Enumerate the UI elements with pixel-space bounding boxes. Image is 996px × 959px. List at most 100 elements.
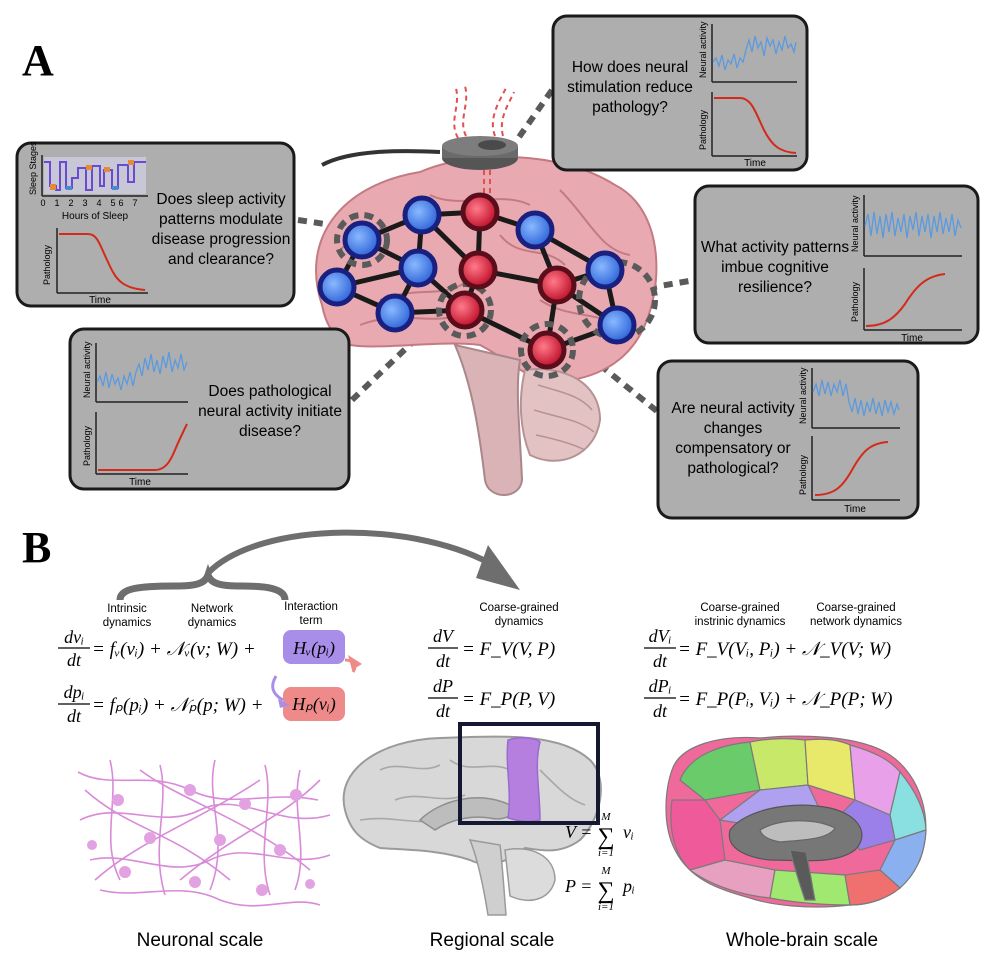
svg-text:dVᵢ: dVᵢ [649,626,672,646]
activity-chart: Neural activity [798,367,900,429]
stimulation-device [321,84,518,200]
eq2-lhs-num: dpᵢ [64,682,85,702]
pathology-chart: Pathology Time [82,412,188,488]
question-box-stimulation: Neural activity Pathology Time How does … [551,14,809,172]
pathology-chart: Pathology Time [42,228,148,306]
svg-text:= F_P(Pᵢ, Vᵢ) + 𝒩_P(P; W): = F_P(Pᵢ, Vᵢ) + 𝒩_P(P; W) [678,689,892,710]
eq1-lhs-num: dvᵢ [64,627,84,647]
hypnogram-xlabel: Hours of Sleep [62,211,129,222]
svg-text:pathology?: pathology? [592,99,668,116]
brain-network [317,192,658,379]
activity-ylabel: Neural activity [798,367,808,424]
regional-brain-illustration [342,722,602,916]
zoom-box [458,722,600,825]
svg-text:M: M [600,865,611,877]
eq1-interaction-term: Hᵥ(pᵢ) [292,638,335,659]
svg-text:Coarse-grained: Coarse-grained [479,602,558,614]
question-box-sleep: Sleep Stages 0 1 2 3 4 5 6 7 Hours of Sl… [15,141,296,308]
svg-text:dt: dt [436,651,451,671]
sum-equations: V = ∑ M i=1 vᵢ P = ∑ M i=1 pᵢ [564,811,635,913]
svg-text:pᵢ: pᵢ [621,876,635,896]
svg-text:dt: dt [653,701,668,721]
svg-text:dPᵢ: dPᵢ [649,676,672,696]
wholebrain-equations: dVᵢ dt = F_V(Vᵢ, Pᵢ) + 𝒩_V(V; W) dPᵢ dt … [644,626,892,721]
panel-a-label: A [22,36,54,85]
question-text: What activity patterns imbue cognitive r… [701,239,849,296]
svg-text:dynamics: dynamics [188,617,237,629]
node-blue [597,305,637,345]
svg-text:vᵢ: vᵢ [623,822,634,842]
svg-text:changes: changes [704,420,763,437]
svg-text:= F_V(V, P): = F_V(V, P) [462,639,555,660]
svg-text:stimulation reduce: stimulation reduce [567,79,693,96]
tick-label: 4 [96,198,101,208]
caption-neuronal: Neuronal scale [137,930,264,951]
svg-text:Network: Network [191,603,233,615]
tick-label: 3 [82,198,87,208]
svg-text:disease?: disease? [239,423,301,440]
svg-text:V =: V = [565,822,592,842]
eq2-interaction-term: Hₚ(vᵢ) [291,694,336,715]
pathology-chart: Pathology Time [850,268,962,344]
time-xlabel: Time [129,477,151,488]
svg-text:i=1: i=1 [598,901,614,913]
svg-text:∑: ∑ [597,878,614,904]
svg-text:dt: dt [436,701,451,721]
question-text: Does sleep activity patterns modulate di… [152,191,291,268]
time-xlabel: Time [744,158,766,169]
time-xlabel: Time [901,333,923,344]
activity-ylabel: Neural activity [850,195,860,252]
eq1-lhs-den: dt [67,650,82,670]
svg-text:∑: ∑ [597,824,614,850]
node-red [445,290,485,330]
svg-text:compensatory or: compensatory or [675,440,790,457]
svg-text:network dynamics: network dynamics [810,616,902,628]
node-blue [515,210,555,250]
parcellated-brain-illustration [665,735,927,908]
tick-label: 6 [118,198,123,208]
svg-text:patterns modulate: patterns modulate [159,211,283,228]
pathology-ylabel: Pathology [42,244,52,285]
tick-label: 5 [110,198,115,208]
svg-text:Intrinsic: Intrinsic [107,603,147,615]
node-blue [402,195,442,235]
node-blue [585,250,625,290]
svg-text:Coarse-grained: Coarse-grained [700,602,779,614]
regional-equations: dV dt = F_V(V, P) dP dt = F_P(P, V) [428,626,555,721]
hypnogram-chart: Sleep Stages 0 1 2 3 4 5 6 7 Hours of Sl… [28,141,148,222]
svg-text:How does neural: How does neural [572,59,688,76]
activity-ylabel: Neural activity [698,21,708,78]
node-red [537,265,577,305]
time-xlabel: Time [844,504,866,515]
node-blue [398,248,438,288]
svg-text:Coarse-grained: Coarse-grained [816,602,895,614]
node-red [527,330,567,370]
tick-label: 7 [132,198,137,208]
question-text: How does neural stimulation reduce patho… [567,59,693,116]
neuron-network-illustration [77,759,331,907]
tick-label: 0 [40,198,45,208]
svg-text:dt: dt [653,651,668,671]
highlighted-region [506,737,541,823]
time-xlabel: Time [89,295,111,306]
node-blue [375,293,415,333]
question-box-initiate: Neural activity Pathology Time Does path… [68,327,351,491]
svg-text:dynamics: dynamics [495,616,544,628]
node-red [460,192,500,232]
svg-text:resilience?: resilience? [738,279,812,296]
svg-text:term: term [300,615,323,627]
scale-captions: Neuronal scale Regional scale Whole-brai… [137,930,878,951]
svg-text:neural activity initiate: neural activity initiate [198,403,342,420]
svg-text:Does sleep activity: Does sleep activity [156,191,285,208]
neuron-somas [87,784,315,896]
svg-text:dV: dV [433,626,455,646]
brace [116,563,289,601]
panel-b-label: B [22,523,51,572]
activity-chart: Neural activity [850,195,962,257]
svg-text:pathological?: pathological? [687,460,779,477]
svg-text:instrinic dynamics: instrinic dynamics [695,616,786,628]
node-blue [342,220,382,260]
svg-text:P =: P = [564,876,592,896]
svg-text:dP: dP [433,676,453,696]
